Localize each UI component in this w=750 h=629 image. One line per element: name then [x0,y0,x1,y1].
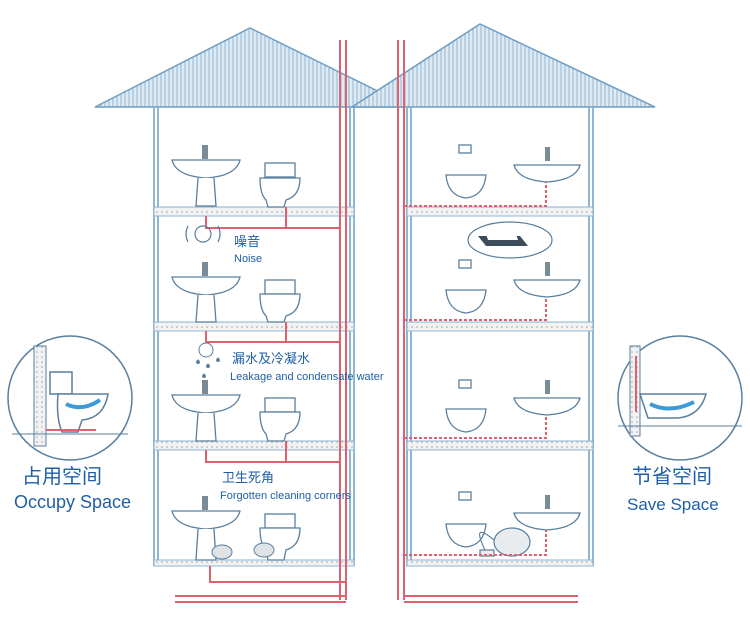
floor-toilet-icon [259,162,301,208]
sink-icon [171,262,241,323]
floor-mounted-toilet-icon [46,371,109,433]
occupy-space-title-en: Occupy Space [14,492,132,512]
right-building [349,23,656,603]
flush-plate-icon [458,491,472,501]
wall-hung-toilet-icon [445,174,487,199]
cleaning-sponge-icon [467,221,553,259]
wall-hung-toilet-icon [635,356,707,419]
occupy-space-title-cn: 占用空间 [22,464,102,488]
vacuum-cleaner-icon [479,527,531,557]
right-roof [349,23,656,108]
left-fixtures [171,145,301,561]
noise-label-en: Noise [234,253,263,265]
left-drain-pipes [175,40,347,603]
cleaning-corners-label-cn: 卫生死角 [222,471,275,486]
save-space-title-cn: 节省空间 [632,464,712,488]
right-drain-pipes [397,40,578,603]
sink-icon [171,145,241,207]
leakage-label-cn: 漏水及冷凝水 [232,352,311,367]
sink-icon [513,380,581,416]
flush-plate-icon [458,144,472,154]
sink-icon [171,496,241,561]
wall-hung-toilet-icon [445,523,487,548]
wall-hung-toilet-icon [445,289,487,314]
flush-plate-icon [458,259,472,269]
dirt-corner-icon [211,542,275,560]
leakage-label-en: Leakage and condensate water [230,371,384,383]
occupy-space-callout [7,335,133,461]
sink-icon [171,380,241,442]
left-walls [153,107,355,566]
noise-label-cn: 噪音 [234,235,261,250]
left-building [94,27,411,603]
floor-toilet-icon [259,279,301,323]
right-floor-slabs [406,206,594,567]
left-floor-slabs [153,206,355,567]
sink-icon [513,262,581,298]
save-space-title-en: Save Space [627,495,719,514]
save-space-callout [617,335,743,461]
cleaning-corners-label-en: Forgotten cleaning corners [220,490,351,502]
right-fixtures [445,144,581,548]
right-walls [406,107,594,566]
water-drops-icon [196,342,220,378]
floor-toilet-icon [259,397,301,442]
sink-icon [513,147,581,183]
flush-plate-icon [458,379,472,389]
sink-icon [513,495,581,531]
noise-sound-icon [185,225,221,243]
wall-hung-toilet-icon [445,408,487,433]
left-roof [94,27,411,108]
